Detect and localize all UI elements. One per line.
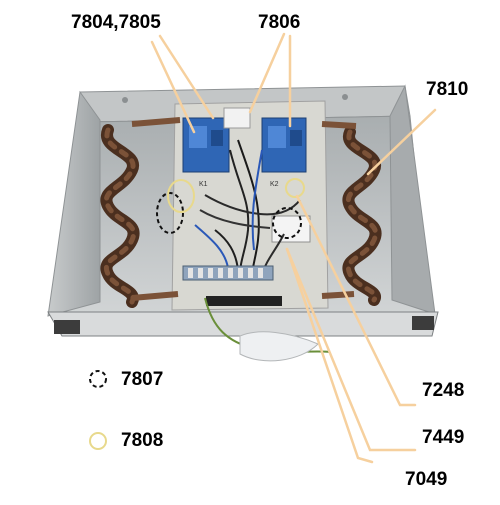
label-7806: 7806	[258, 12, 301, 33]
legend-solid-label: 7808	[121, 430, 164, 451]
legend-dashed-label: 7807	[121, 369, 164, 390]
leader-7049	[285, 247, 374, 464]
label-7804-7805: 7804,7805	[71, 12, 161, 33]
leader-lines	[150, 32, 437, 464]
leader-7248	[295, 194, 417, 407]
enclosure-front-lip	[47, 311, 439, 337]
label-7449: 7449	[422, 427, 465, 448]
enclosure-foot-left	[54, 320, 80, 334]
terminal-strip	[182, 265, 274, 281]
enclosure-foot-right	[412, 316, 434, 330]
label-7248: 7248	[422, 380, 465, 401]
label-7810: 7810	[426, 79, 469, 100]
capacitor-block	[271, 215, 311, 243]
screw-icon	[342, 94, 348, 100]
solid-marker-left	[167, 179, 195, 213]
legend-dashed-circle-icon	[89, 370, 107, 388]
enclosure-left-wall	[47, 90, 101, 317]
left-heating-coil	[100, 117, 181, 308]
leader-7449	[285, 247, 417, 452]
leader-7810	[366, 108, 437, 176]
leader-7804-a	[158, 34, 215, 120]
solid-marker-right	[285, 178, 305, 198]
relay-k2: K2	[261, 117, 307, 188]
screw-icon	[122, 97, 128, 103]
relay-k1-label: K1	[199, 181, 208, 188]
white-connector	[223, 107, 251, 129]
label-7049: 7049	[405, 469, 448, 490]
right-heating-coil	[321, 121, 382, 306]
dashed-marker-left	[156, 192, 184, 234]
leader-7806-a	[248, 32, 286, 114]
enclosure-right-wall	[389, 84, 436, 315]
cable-duct	[206, 296, 282, 306]
dashed-marker-right	[272, 207, 302, 239]
relay-k2-label: K2	[270, 181, 279, 188]
legend-solid-circle-icon	[89, 432, 107, 450]
leader-7804-b	[150, 40, 196, 134]
